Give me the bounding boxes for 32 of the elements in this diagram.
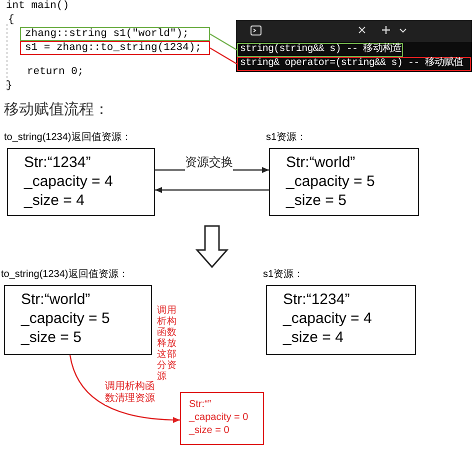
field-text: Str:“”	[189, 398, 212, 411]
box-heading: s1资源：	[263, 268, 304, 281]
field-text: _capacity = 4	[24, 172, 113, 191]
arrow	[155, 187, 269, 193]
field-text: _size = 5	[21, 328, 82, 347]
code-text: {	[8, 14, 14, 27]
field-text: Str:“world”	[21, 290, 90, 309]
heading: 移动赋值流程：	[4, 100, 109, 119]
code-text: int main()	[6, 0, 70, 13]
edge-label: 资源交换	[185, 154, 233, 171]
field-text: _size = 5	[286, 191, 346, 210]
field-text: _capacity = 5	[21, 309, 110, 328]
field-text: _size = 4	[24, 191, 84, 210]
field-text: _size = 4	[283, 328, 344, 347]
field-text: _size = 0	[189, 424, 230, 437]
code-text: return 0;	[27, 66, 84, 79]
field-text: Str:“world”	[286, 153, 356, 172]
field-text: Str:“1234”	[24, 153, 91, 172]
resource-box	[180, 392, 264, 445]
field-text: _capacity = 5	[286, 172, 375, 191]
box-heading: s1资源：	[266, 131, 307, 144]
box-heading: to_string(1234)返回值资源：	[1, 268, 128, 281]
code-text: }	[6, 80, 12, 93]
connector-line	[210, 47, 238, 65]
arrow	[69, 354, 180, 423]
edge-label: 调用析构函数清理资源	[105, 381, 157, 405]
box-heading: to_string(1234)返回值资源：	[4, 130, 132, 144]
field-text: _capacity = 0	[189, 411, 248, 424]
connector-line	[210, 33, 238, 51]
field-text: _capacity = 4	[283, 309, 372, 328]
field-text: Str:“1234”	[283, 290, 350, 309]
annotation-text: 调用析构函数释放这部分资源	[157, 305, 178, 382]
